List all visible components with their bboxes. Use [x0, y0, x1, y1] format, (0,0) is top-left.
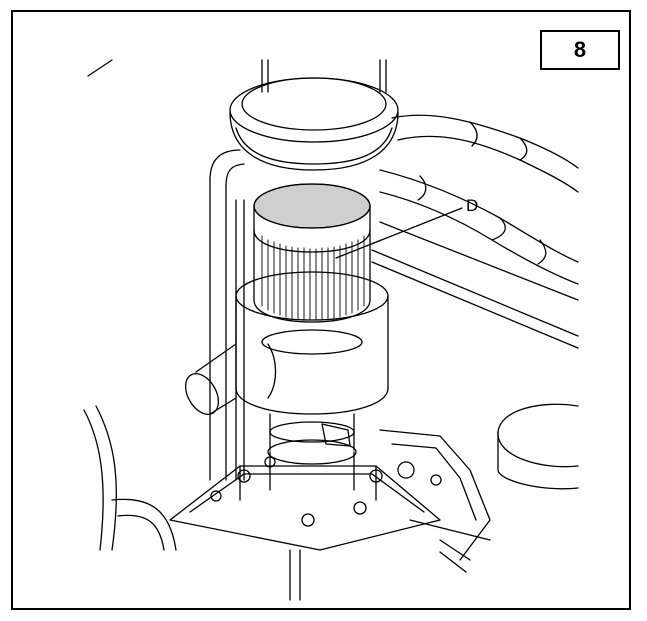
- callout-leader-d: [335, 207, 463, 259]
- filter-cartridge: [253, 183, 371, 323]
- filter-cover: [229, 77, 399, 171]
- figure-number-box: 8: [540, 30, 620, 70]
- housing-bowl: [235, 271, 389, 415]
- left-frame: [83, 405, 177, 551]
- support-rods: [261, 59, 387, 93]
- side-assembly: [379, 429, 491, 561]
- bracket-right: [371, 221, 579, 349]
- connector-neck: [267, 413, 357, 491]
- hose-right: [379, 114, 579, 285]
- callout-label-d: D: [466, 196, 479, 215]
- left-pipe: [209, 149, 245, 481]
- figure-frame: [11, 10, 631, 610]
- stray-line: [87, 59, 113, 77]
- cylinder-right: [497, 403, 579, 490]
- mounting-base: [169, 456, 441, 551]
- intake-spout: [184, 343, 277, 415]
- lower-structure: [289, 539, 471, 601]
